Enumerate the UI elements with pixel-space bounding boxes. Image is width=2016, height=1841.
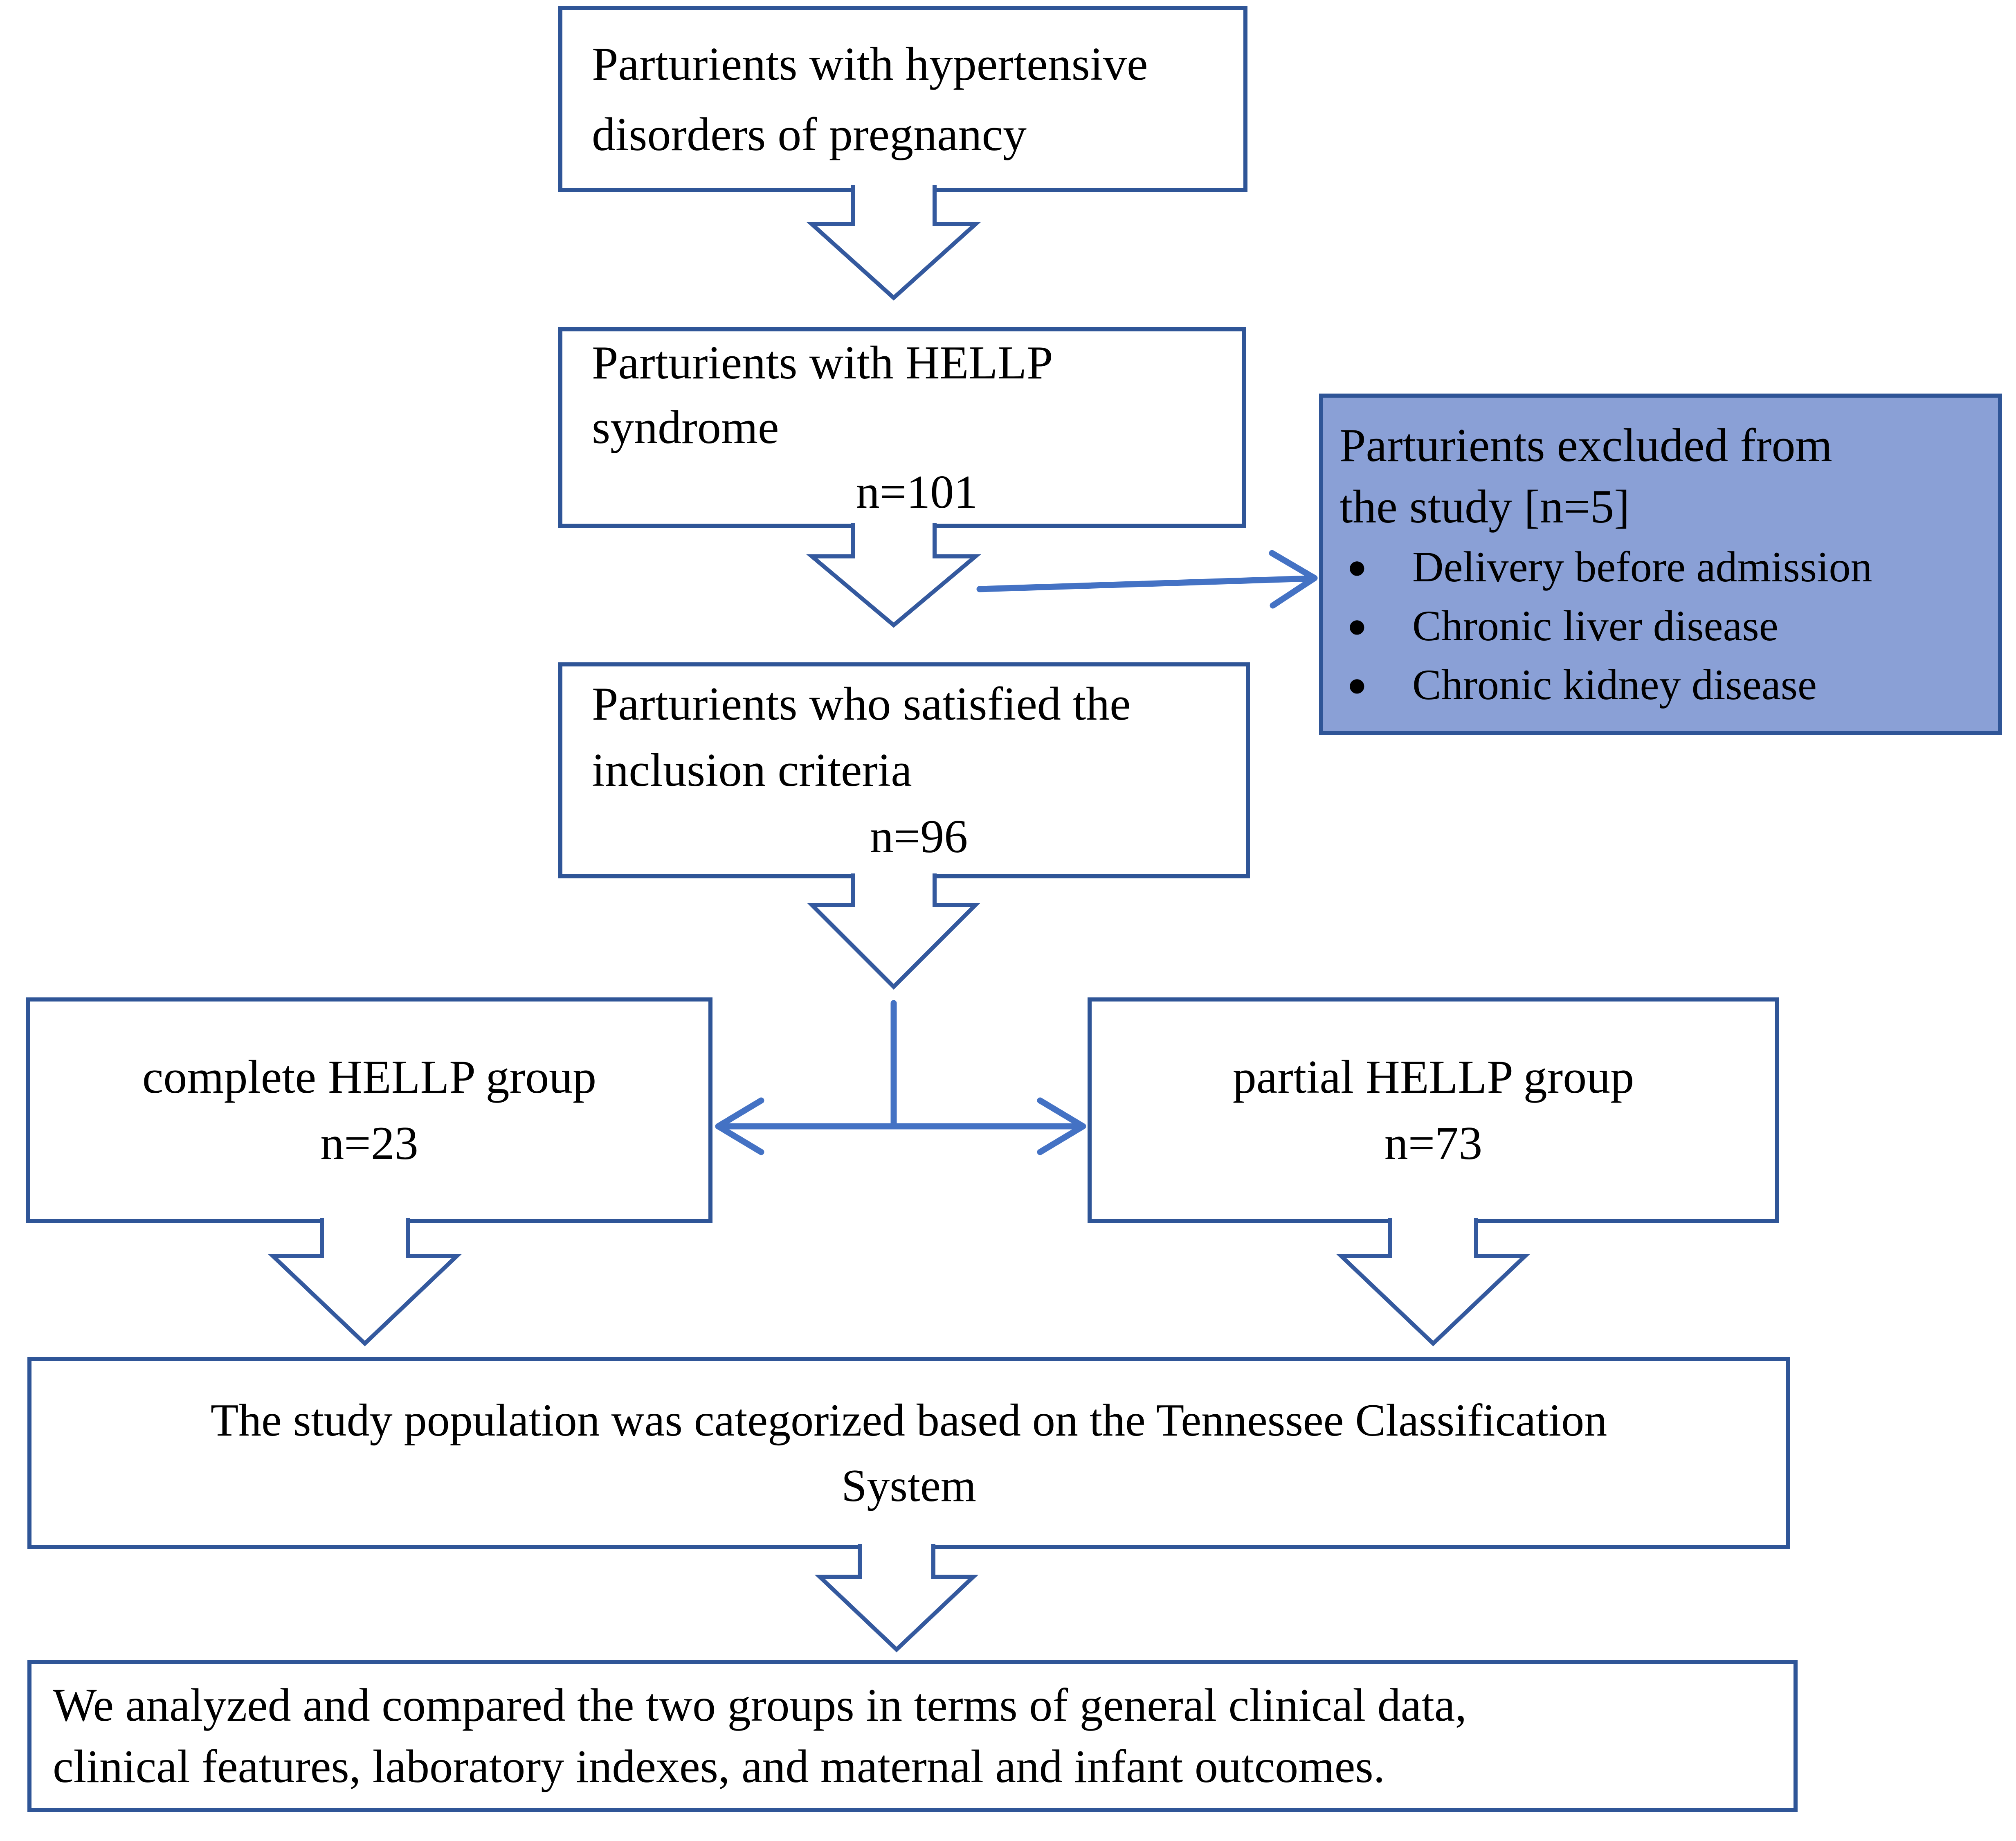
down-arrow-icon — [1336, 1218, 1531, 1346]
bullet-icon: ● — [1347, 607, 1367, 644]
box-hypertensive-disorders: Parturients with hypertensive disorders … — [558, 6, 1247, 192]
box-complete-hellp-group: complete HELLP group n=23 — [26, 997, 712, 1223]
excluded-title-line: the study [n=5] — [1340, 480, 1630, 533]
down-arrow-icon — [806, 523, 981, 628]
box-text-line: inclusion criteria — [592, 744, 912, 797]
box-text-line: disorders of pregnancy — [592, 108, 1027, 161]
box-partial-hellp-group: partial HELLP group n=73 — [1088, 997, 1779, 1223]
box-excluded-parturients: Parturients excluded from the study [n=5… — [1319, 394, 2002, 735]
box-text-line: Parturients with HELLP — [592, 337, 1053, 389]
down-arrow-icon — [806, 185, 981, 301]
down-arrow-icon — [814, 1544, 979, 1652]
excluded-reason-item: ● Chronic liver disease — [1340, 596, 1982, 655]
sample-size: n=73 — [1384, 1117, 1483, 1170]
exclusion-arrow-icon — [976, 550, 1318, 609]
box-text-line: We analyzed and compared the two groups … — [53, 1679, 1467, 1731]
excluded-title-line: Parturients excluded from — [1340, 419, 1832, 472]
double-headed-split-arrow-icon — [715, 1097, 1086, 1155]
group-label: partial HELLP group — [1232, 1051, 1634, 1103]
excluded-reason-label: Chronic kidney disease — [1412, 660, 1817, 709]
box-text-line: System — [841, 1460, 976, 1511]
down-arrow-icon — [807, 873, 981, 990]
down-arrow-icon — [267, 1218, 462, 1346]
box-text-line: The study population was categorized bas… — [210, 1395, 1607, 1446]
box-analysis-summary: We analyzed and compared the two groups … — [27, 1660, 1798, 1812]
excluded-reason-item: ● Delivery before admission — [1340, 538, 1982, 596]
bullet-icon: ● — [1347, 548, 1367, 585]
excluded-reason-label: Delivery before admission — [1412, 542, 1872, 591]
box-text-line: syndrome — [592, 401, 779, 454]
box-tennessee-classification: The study population was categorized bas… — [27, 1357, 1790, 1549]
box-text-line: Parturients with hypertensive — [592, 38, 1148, 90]
sample-size: n=96 — [870, 810, 968, 863]
excluded-reason-item: ● Chronic kidney disease — [1340, 655, 1982, 714]
sample-size: n=101 — [856, 466, 978, 518]
box-text-line: Parturients who satisfied the — [592, 678, 1131, 730]
box-hellp-syndrome: Parturients with HELLP syndrome n=101 — [558, 327, 1246, 528]
group-label: complete HELLP group — [142, 1051, 597, 1103]
box-text-line: clinical features, laboratory indexes, a… — [53, 1740, 1385, 1792]
sample-size: n=23 — [320, 1117, 418, 1170]
excluded-reason-label: Chronic liver disease — [1412, 601, 1778, 650]
box-inclusion-criteria: Parturients who satisfied the inclusion … — [558, 662, 1250, 878]
bullet-icon: ● — [1347, 666, 1367, 703]
